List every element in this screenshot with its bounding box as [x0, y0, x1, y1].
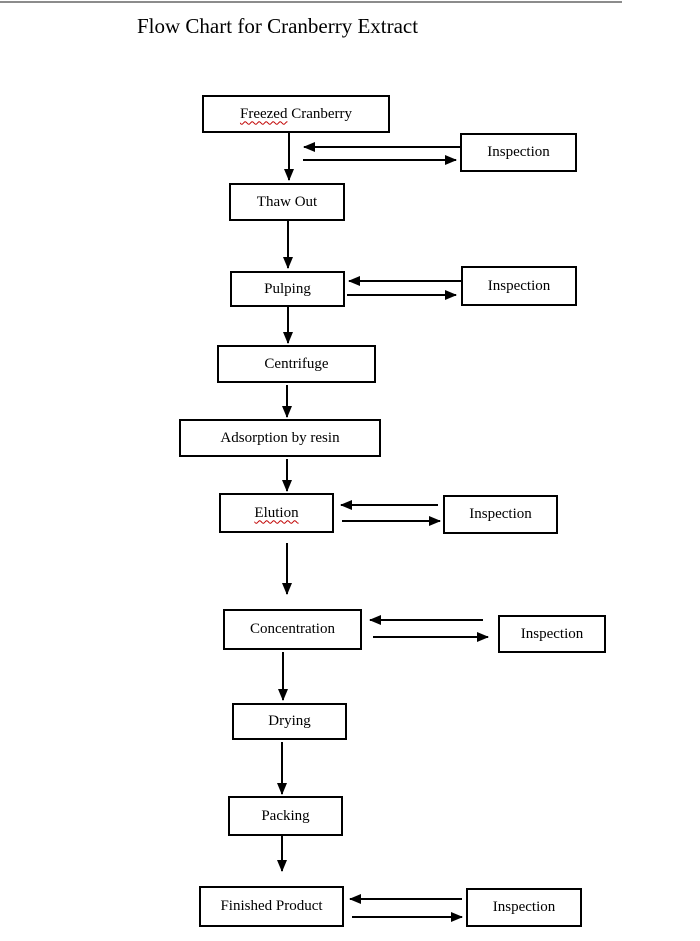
- flow-node-finished-product: Finished Product: [199, 886, 344, 927]
- flow-node-adsorption-by-resin: Adsorption by resin: [179, 419, 381, 457]
- flow-node-label: Drying: [268, 713, 311, 729]
- inspection-label: Inspection: [520, 625, 584, 642]
- flow-node-pulping: Pulping: [230, 271, 345, 307]
- inspection-label: Inspection: [469, 506, 532, 522]
- page-top-rule: [0, 1, 622, 3]
- flow-node-drying: Drying: [232, 703, 347, 740]
- flow-node-label: Adsorption by resin: [220, 429, 340, 446]
- flow-node-concentration: Concentration: [223, 609, 362, 650]
- inspection-node-3: Inspection: [443, 495, 558, 534]
- flow-node-centrifuge: Centrifuge: [217, 345, 376, 383]
- inspection-node-2: Inspection: [461, 266, 577, 306]
- flow-node-label: Freezed: [239, 105, 288, 122]
- inspection-node-4: Inspection: [498, 615, 606, 653]
- inspection-label: Inspection: [487, 277, 551, 294]
- page-title: Flow Chart for Cranberry Extract: [137, 14, 419, 38]
- flow-node-label: Cranberry: [291, 105, 353, 122]
- flow-node-label: Concentration: [250, 621, 335, 637]
- inspection-node-5: Inspection: [466, 888, 582, 927]
- flow-node-label: Thaw Out: [256, 193, 318, 210]
- flow-node-thaw-out: Thaw Out: [229, 183, 345, 221]
- flow-node-label: Centrifuge: [264, 355, 329, 372]
- flow-node-label: Finished Product: [220, 898, 323, 914]
- flow-node-freezed-cranberry: Freezed Cranberry: [202, 95, 390, 133]
- flow-node-label: Packing: [261, 807, 310, 824]
- flow-node-label: Elution: [254, 504, 299, 521]
- inspection-label: Inspection: [492, 899, 556, 915]
- flow-node-elution: Elution: [219, 493, 334, 533]
- flow-node-packing: Packing: [228, 796, 343, 836]
- inspection-label: Inspection: [487, 144, 550, 160]
- flow-node-label: Pulping: [264, 280, 311, 297]
- inspection-node-1: Inspection: [460, 133, 577, 172]
